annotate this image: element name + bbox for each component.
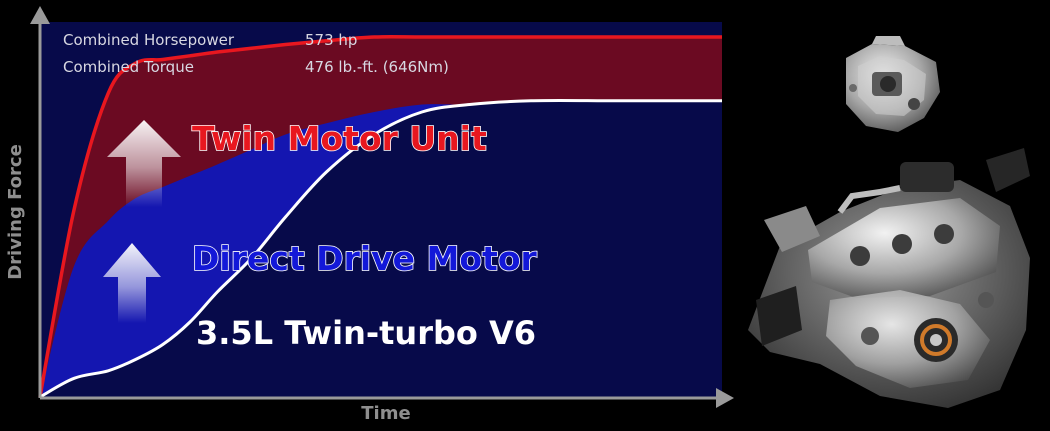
y-axis-arrowhead-icon (30, 6, 50, 24)
chart-plot (38, 34, 722, 399)
x-axis-arrowhead-icon (716, 388, 734, 408)
area-v6 (40, 100, 722, 397)
up-arrow-lower-icon (103, 243, 161, 323)
line-v6 (39, 98, 722, 399)
v6-engine-illustration (748, 148, 1030, 408)
series-label-twin-motor-unit: Twin Motor Unit (192, 119, 487, 158)
series-label-v6: 3.5L Twin-turbo V6 (196, 314, 536, 352)
horsepower-label: Combined Horsepower (63, 31, 235, 49)
series-label-direct-drive-motor: Direct Drive Motor (192, 239, 538, 278)
axes (30, 6, 734, 408)
torque-label: Combined Torque (63, 58, 194, 76)
twin-motor-unit-illustration (846, 36, 940, 132)
up-arrow-upper-icon (107, 120, 181, 207)
y-axis-title: Driving Force (5, 144, 26, 280)
torque-value: 476 lb.-ft. (646Nm) (305, 58, 449, 76)
horsepower-value: 573 hp (305, 31, 357, 49)
x-axis-title: Time (361, 403, 410, 424)
line-twin-motor-unit (38, 34, 722, 398)
